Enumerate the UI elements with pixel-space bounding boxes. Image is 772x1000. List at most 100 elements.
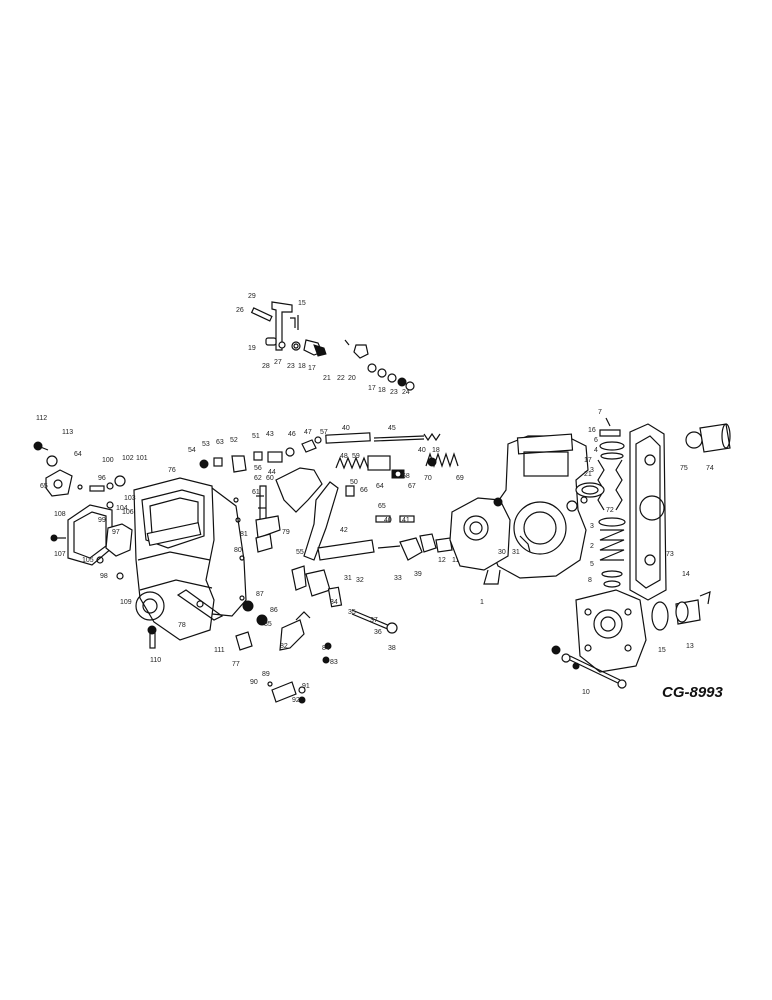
svg-text:7: 7	[598, 409, 602, 416]
svg-text:37: 37	[370, 617, 378, 624]
svg-text:65: 65	[378, 503, 386, 510]
main-pump-housing: 30 31 1	[449, 433, 589, 606]
svg-text:87: 87	[256, 591, 264, 598]
svg-text:2: 2	[590, 543, 594, 550]
svg-text:74: 74	[706, 465, 714, 472]
svg-text:3: 3	[590, 467, 594, 474]
svg-text:19: 19	[248, 345, 256, 352]
svg-text:31: 31	[512, 549, 520, 556]
svg-text:100: 100	[102, 457, 114, 464]
svg-text:13: 13	[686, 643, 694, 650]
drawing-code: CG-8993	[662, 684, 724, 701]
svg-text:109: 109	[120, 599, 132, 606]
svg-text:91: 91	[302, 683, 310, 690]
svg-text:106: 106	[122, 509, 134, 516]
svg-text:35: 35	[348, 609, 356, 616]
svg-text:67: 67	[408, 483, 416, 490]
svg-text:11: 11	[452, 557, 459, 564]
svg-text:33: 33	[394, 575, 402, 582]
svg-text:56: 56	[254, 465, 262, 472]
top-linkage-assembly: 29 15 26 19 28 27 23 18 17 21 22 20 17 1…	[236, 293, 415, 396]
svg-text:26: 26	[236, 307, 244, 314]
svg-text:111: 111	[214, 647, 225, 654]
svg-text:17: 17	[584, 457, 592, 464]
svg-text:51: 51	[252, 433, 260, 440]
svg-text:72: 72	[606, 507, 614, 514]
svg-text:50: 50	[350, 479, 358, 486]
svg-text:12: 12	[438, 557, 446, 564]
svg-text:69: 69	[456, 475, 464, 482]
svg-text:52: 52	[230, 437, 238, 444]
svg-text:112: 112	[36, 415, 47, 422]
svg-text:39: 39	[414, 571, 422, 578]
svg-text:96: 96	[98, 475, 106, 482]
svg-text:105: 105	[82, 557, 94, 564]
svg-text:6: 6	[594, 437, 598, 444]
svg-text:17: 17	[308, 365, 316, 372]
svg-text:15: 15	[658, 647, 666, 654]
svg-text:92: 92	[292, 697, 300, 704]
svg-text:27: 27	[274, 359, 282, 366]
svg-text:68: 68	[402, 473, 410, 480]
svg-text:80: 80	[234, 547, 242, 554]
lower-pump-head: 14 13 15 10	[551, 571, 711, 696]
svg-text:40: 40	[418, 447, 426, 454]
svg-text:21: 21	[323, 375, 331, 382]
svg-text:20: 20	[348, 375, 356, 382]
svg-text:66: 66	[360, 487, 368, 494]
svg-text:61: 61	[252, 489, 260, 496]
svg-text:3: 3	[590, 523, 594, 530]
svg-text:48: 48	[340, 453, 348, 460]
svg-text:5: 5	[590, 561, 594, 568]
left-governor-housing: 112 113 64 65 100 102 101 96 103 104 106…	[33, 415, 254, 664]
svg-text:76: 76	[168, 467, 176, 474]
svg-text:36: 36	[374, 629, 382, 636]
svg-text:86: 86	[270, 607, 278, 614]
svg-text:82: 82	[280, 643, 288, 650]
svg-text:22: 22	[337, 375, 345, 382]
svg-text:64: 64	[74, 451, 82, 458]
svg-text:21: 21	[584, 471, 592, 478]
delivery-valve-stack: 7 16 6 4 17 21 3 72 73 3 2 5 8 75 74	[575, 409, 731, 601]
svg-text:32: 32	[356, 577, 364, 584]
svg-text:60: 60	[266, 475, 274, 482]
svg-text:14: 14	[682, 571, 690, 578]
svg-text:54: 54	[188, 447, 196, 454]
svg-text:89: 89	[262, 671, 270, 678]
svg-text:34: 34	[330, 599, 338, 606]
svg-text:38: 38	[388, 645, 396, 652]
svg-text:107: 107	[54, 551, 66, 558]
svg-text:84: 84	[322, 645, 330, 652]
svg-text:53: 53	[202, 441, 210, 448]
svg-text:30: 30	[498, 549, 506, 556]
svg-text:17: 17	[368, 385, 376, 392]
svg-text:15: 15	[298, 300, 306, 307]
svg-text:42: 42	[340, 527, 348, 534]
svg-text:16: 16	[588, 427, 596, 434]
svg-text:1: 1	[480, 599, 484, 606]
svg-text:59: 59	[352, 453, 360, 460]
svg-text:75: 75	[680, 465, 688, 472]
svg-text:110: 110	[150, 657, 161, 664]
svg-text:104: 104	[116, 505, 128, 512]
svg-text:23: 23	[287, 363, 295, 370]
svg-text:73: 73	[666, 551, 674, 558]
svg-text:55: 55	[296, 549, 304, 556]
svg-text:83: 83	[330, 659, 338, 666]
svg-text:47: 47	[304, 429, 312, 436]
svg-text:40: 40	[342, 425, 350, 432]
svg-text:4: 4	[594, 447, 598, 454]
svg-text:41: 41	[402, 517, 410, 524]
svg-text:40: 40	[384, 517, 392, 524]
svg-text:63: 63	[216, 439, 224, 446]
svg-text:62: 62	[254, 475, 262, 482]
svg-text:18: 18	[378, 387, 386, 394]
svg-text:43: 43	[266, 431, 274, 438]
svg-text:8: 8	[588, 577, 592, 584]
svg-text:103: 103	[124, 495, 136, 502]
svg-text:10: 10	[582, 689, 590, 696]
svg-text:78: 78	[178, 622, 186, 629]
svg-text:98: 98	[100, 573, 108, 580]
svg-text:24: 24	[402, 389, 410, 396]
svg-text:113: 113	[62, 429, 73, 436]
